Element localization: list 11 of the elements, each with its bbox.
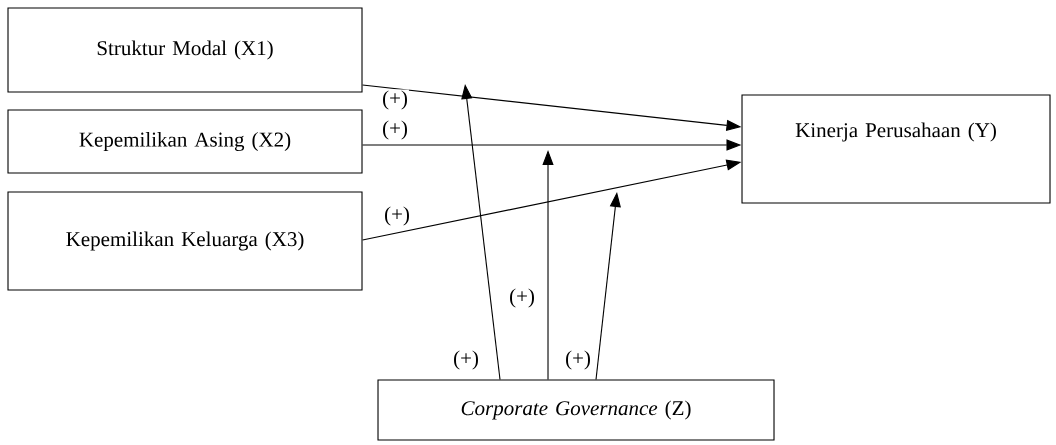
edge-label: (+) <box>381 119 409 141</box>
edge-label: (+) <box>508 287 536 309</box>
process-box: Kepemilikan Asing (X2) <box>7 109 363 174</box>
edge-label: (+) <box>383 205 411 227</box>
process-box: Struktur Modal (X1) <box>7 7 363 93</box>
process-box: Corporate Governance (Z) <box>377 379 775 441</box>
edge-label: (+) <box>452 349 480 371</box>
edge-label: (+) <box>381 89 409 111</box>
edge-label: (+) <box>564 349 592 371</box>
process-box: Kepemilikan Keluarga (X3) <box>7 191 363 291</box>
process-box: Kinerja Perusahaan (Y) <box>741 94 1051 204</box>
